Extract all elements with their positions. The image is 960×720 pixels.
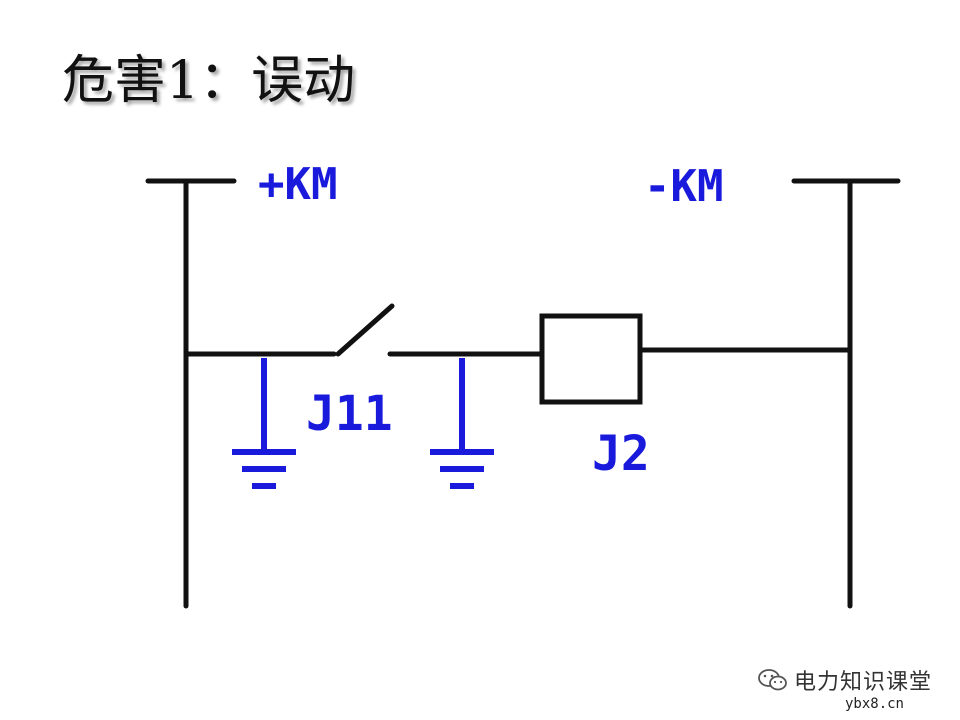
watermark-site: ybx8.cn (844, 696, 904, 712)
slide-title: 危害1：误动 (62, 51, 356, 111)
contact-j11-label: J11 (306, 386, 393, 442)
watermark-channel-name: 电力知识课堂 (793, 670, 932, 695)
relay-j2-coil (539, 313, 643, 405)
ground-symbol-2 (430, 358, 494, 489)
relay-j2-label: J2 (592, 426, 650, 482)
ground-symbol-1 (232, 358, 296, 489)
watermark: 电力知识课堂 (758, 664, 932, 696)
wechat-icon (758, 669, 787, 691)
positive-bus (145, 178, 237, 609)
negative-bus-label: -KM (644, 161, 723, 212)
contact-j11-blade (335, 303, 395, 357)
negative-bus (791, 178, 901, 609)
positive-bus-label: +KM (258, 159, 337, 210)
